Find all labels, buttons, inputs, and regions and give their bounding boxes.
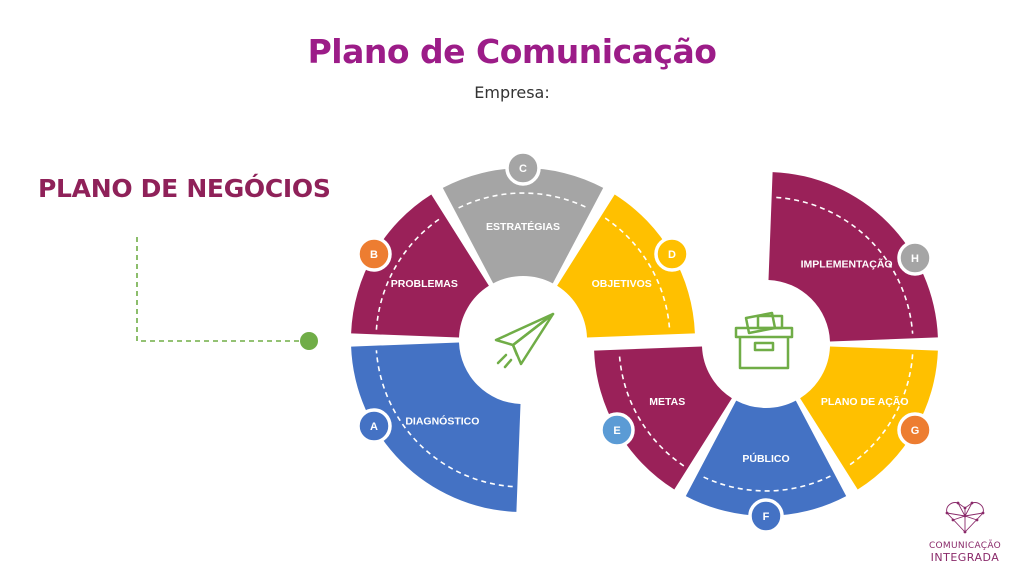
page-subtitle: Empresa: xyxy=(474,83,550,102)
badge-d: D xyxy=(654,236,690,272)
segment-objetivos xyxy=(557,194,695,338)
green-dashed-connector xyxy=(136,237,300,342)
badge-letter: D xyxy=(668,249,676,261)
badge-e: E xyxy=(599,412,635,448)
paper-plane-icon xyxy=(494,312,555,369)
badge-g: G xyxy=(897,412,933,448)
heart-network-icon xyxy=(945,501,985,534)
badge-circle xyxy=(599,412,635,448)
side-heading: PLANO DE NEGÓCIOS xyxy=(38,174,331,203)
brand-name-line1: COMUNICAÇÃO xyxy=(928,541,1002,551)
badge-b: B xyxy=(356,236,392,272)
dashed-arc-objetivos xyxy=(604,217,671,330)
page-title: Plano de Comunicação xyxy=(307,32,717,71)
badge-circle xyxy=(505,150,541,186)
dashed-arc-implementacao xyxy=(776,196,914,334)
badge-circle xyxy=(748,498,784,534)
segment-diagnostico xyxy=(351,342,521,512)
segment-metas xyxy=(594,346,732,490)
dashed-arc-metas xyxy=(618,354,685,467)
badge-circle xyxy=(356,408,392,444)
badge-letter: B xyxy=(370,249,378,261)
badge-circle xyxy=(356,236,392,272)
badge-h: H xyxy=(897,240,933,276)
segment-label-problemas: PROBLEMAS xyxy=(391,278,458,290)
segment-problemas xyxy=(351,194,489,338)
badge-c: C xyxy=(505,150,541,186)
badge-letter: G xyxy=(911,425,920,437)
segment-estrategias xyxy=(442,168,604,284)
dashed-arc-publico xyxy=(701,475,831,492)
badge-letter: E xyxy=(613,425,620,437)
brand-logo: COMUNICAÇÃO INTEGRADA xyxy=(920,500,1010,564)
badge-a: A xyxy=(356,408,392,444)
segment-publico xyxy=(685,400,847,516)
dashed-arc-plano-de-acao xyxy=(847,354,914,467)
dashed-arc-estrategias xyxy=(458,192,588,209)
badge-letter: F xyxy=(763,511,770,523)
dashed-arc-problemas xyxy=(375,217,442,330)
segment-implementacao xyxy=(768,172,938,342)
badge-letter: C xyxy=(519,163,527,175)
segment-label-publico: PÚBLICO xyxy=(742,452,789,465)
badge-f: F xyxy=(748,498,784,534)
box-with-money-icon xyxy=(734,311,794,370)
badge-circle xyxy=(897,240,933,276)
brand-name-line2: INTEGRADA xyxy=(930,551,1000,564)
segment-label-objetivos: OBJETIVOS xyxy=(592,278,652,290)
dashed-arc-diagnostico xyxy=(375,350,513,488)
segment-plano-de-acao xyxy=(800,346,938,490)
badge-letter: A xyxy=(370,421,378,433)
badge-circle xyxy=(897,412,933,448)
segment-label-diagnostico: DIAGNÓSTICO xyxy=(405,415,479,428)
badge-circle xyxy=(654,236,690,272)
segment-label-plano-de-acao: PLANO DE AÇÃO xyxy=(821,395,909,408)
segment-label-estrategias: ESTRATÉGIAS xyxy=(486,220,560,233)
badge-letter: H xyxy=(911,253,919,265)
green-dot xyxy=(300,332,318,350)
segment-label-metas: METAS xyxy=(649,396,685,408)
segment-label-implementacao: IMPLEMENTAÇÃO xyxy=(801,257,893,270)
